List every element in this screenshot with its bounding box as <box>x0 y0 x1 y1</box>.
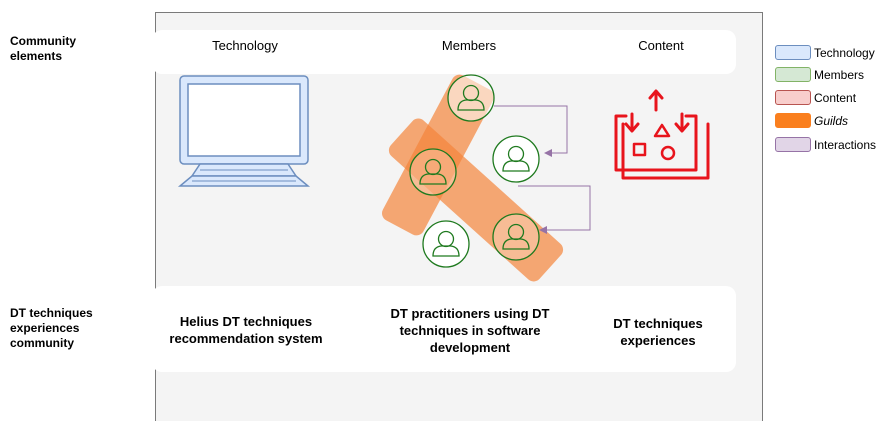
dt-community-band <box>152 286 736 372</box>
interaction-arrow-1 <box>494 105 568 157</box>
column-header-technology: Technology <box>212 38 278 53</box>
legend-label-interactions: Interactions <box>814 138 877 152</box>
person-icon-2 <box>409 148 457 196</box>
person-icon-5 <box>492 213 540 261</box>
bottom-text-technology: Helius DT techniques recommendation syst… <box>169 314 323 346</box>
legend-label-members: Members <box>814 68 865 82</box>
person-icon-1 <box>447 74 495 122</box>
legend-label-technology: Technology <box>814 46 875 60</box>
legend-swatch-guilds <box>775 113 811 128</box>
interaction-arrows <box>494 105 591 234</box>
legend-swatch-content <box>775 90 811 105</box>
column-header-content: Content <box>638 38 684 53</box>
content-sharing-icon <box>614 89 710 180</box>
column-header-members: Members <box>441 38 497 53</box>
row-label-community-elements: Community elements <box>10 34 76 63</box>
computer-monitor-icon <box>177 75 311 187</box>
person-icon-3 <box>492 135 540 183</box>
row-label-dt-community: DT techniques experiences community <box>10 306 93 350</box>
bottom-text-members: DT practitioners using DT techniques in … <box>390 306 550 355</box>
bottom-text-content: DT techniques experiences <box>613 316 703 348</box>
interaction-arrow-2 <box>518 185 591 234</box>
legend-label-content: Content <box>814 91 857 105</box>
legend-swatch-technology <box>775 45 811 60</box>
community-elements-band <box>152 30 736 74</box>
person-icon-4 <box>422 220 470 268</box>
legend-swatch-members <box>775 67 811 82</box>
legend-swatch-interactions <box>775 137 811 152</box>
legend-label-guilds: Guilds <box>814 114 849 128</box>
